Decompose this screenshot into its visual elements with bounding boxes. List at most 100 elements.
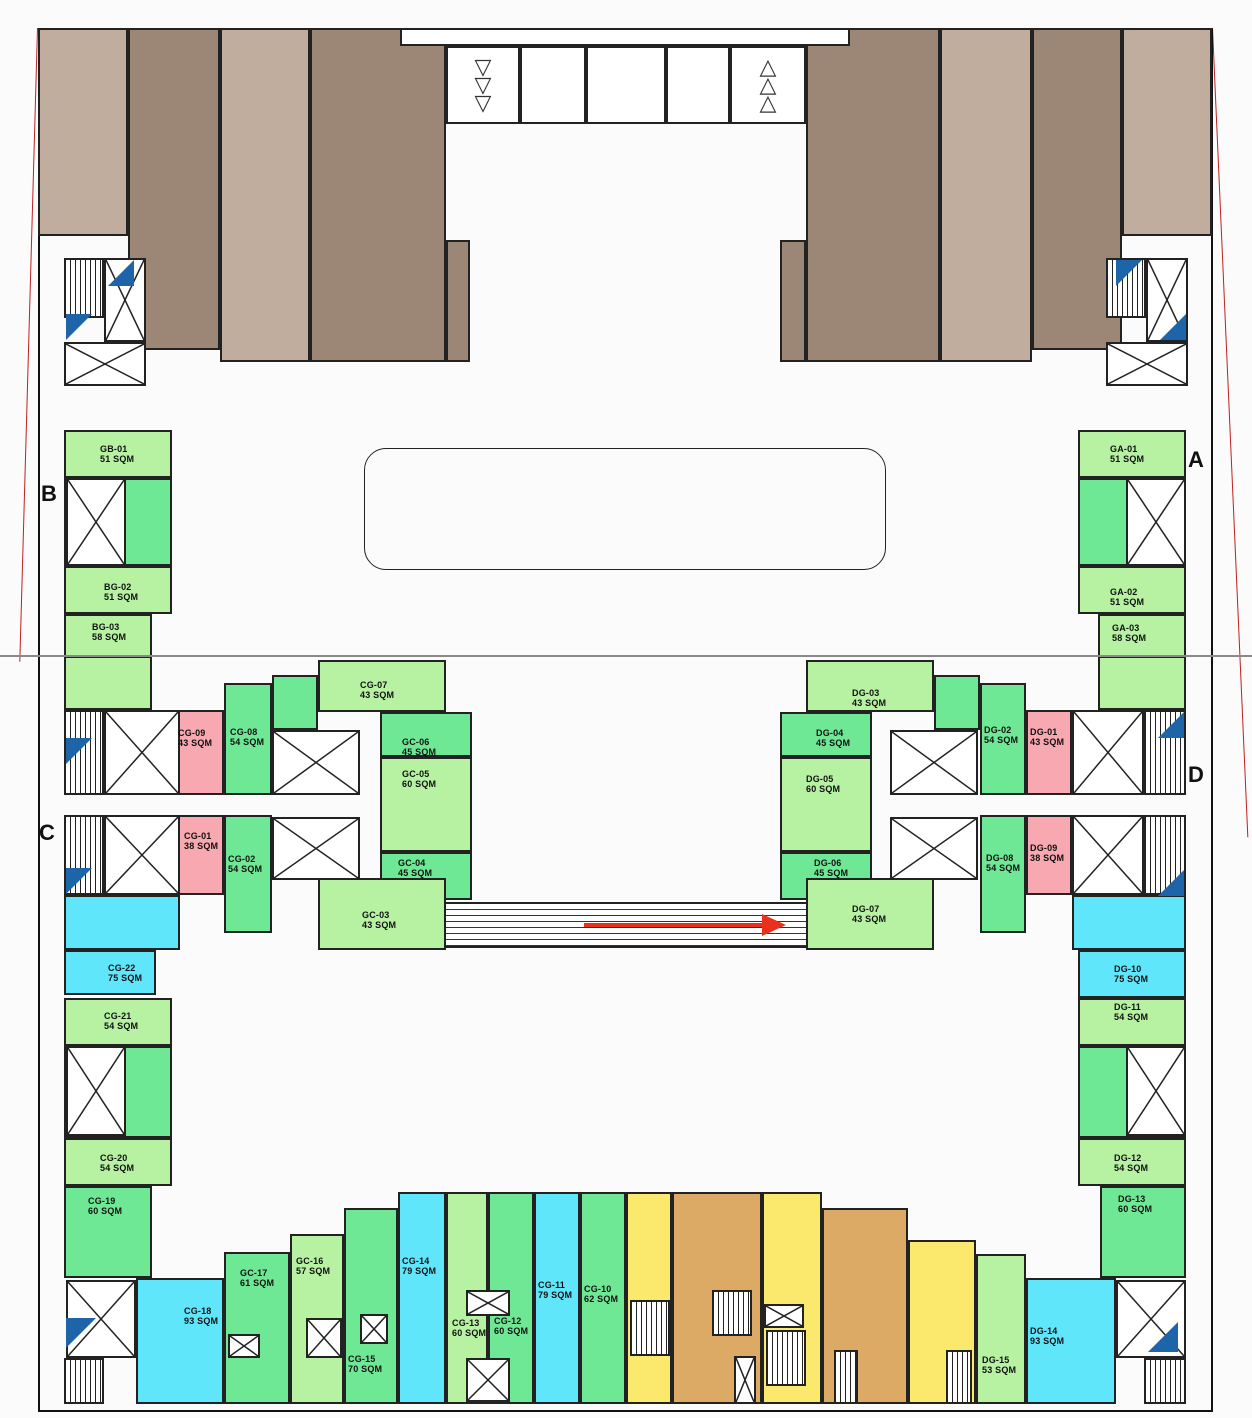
apartment-unit-cg-21[interactable] <box>64 998 172 1046</box>
apartment-unit-dg-12[interactable] <box>1078 1138 1186 1186</box>
unit-area: 57 SQM <box>296 1266 331 1276</box>
apartment-unit <box>272 675 318 730</box>
apartment-unit-gc-05[interactable] <box>380 757 472 852</box>
apartment-unit-dg-10[interactable] <box>1078 950 1186 998</box>
unit-id: CG-22 <box>108 963 136 973</box>
lift-void-icon <box>890 817 978 880</box>
apartment-unit-gb-01[interactable] <box>64 430 172 478</box>
unit-area: 43 SQM <box>1030 737 1065 747</box>
shop-unit <box>220 28 310 362</box>
apartment-unit-gc-03[interactable] <box>318 878 446 950</box>
apartment-unit-cg-18[interactable] <box>136 1278 224 1404</box>
unit-area: 75 SQM <box>1114 974 1149 984</box>
unit-area: 54 SQM <box>984 735 1019 745</box>
block-label-d: D <box>1188 762 1204 787</box>
apartment-unit-dg-02[interactable] <box>980 683 1026 795</box>
apartment-unit-dg-03[interactable] <box>806 660 934 712</box>
staircase <box>630 1300 670 1356</box>
apartment-unit-dg-01[interactable] <box>1026 710 1072 795</box>
stair-landing-icon <box>108 260 134 286</box>
apartment-unit-ga-03[interactable] <box>1098 614 1186 658</box>
unit-area: 51 SQM <box>104 592 139 602</box>
apartment-unit-dg-09[interactable] <box>1026 815 1072 895</box>
apartment-unit-cg-08[interactable] <box>224 683 272 795</box>
flow-arrow <box>584 923 764 927</box>
shop-unit <box>1122 28 1212 236</box>
apartment-unit-cg-14[interactable] <box>398 1192 446 1404</box>
staircase <box>766 1330 806 1386</box>
unit-area: 93 SQM <box>1030 1336 1065 1346</box>
unit-id: GA-01 <box>1110 444 1138 454</box>
unit-id: BG-03 <box>92 622 120 632</box>
lift-void-icon <box>1126 1046 1186 1136</box>
lift-void-icon <box>466 1290 510 1316</box>
site-boundary-left <box>19 27 38 662</box>
apartment-unit-cg-10[interactable] <box>580 1192 626 1404</box>
stair-landing-icon <box>1158 870 1184 896</box>
apartment-unit-dg-14[interactable] <box>1026 1278 1116 1404</box>
staircase <box>834 1350 858 1404</box>
apartment-unit-cg-07[interactable] <box>318 660 446 712</box>
staircase <box>1144 1358 1186 1404</box>
apartment-unit-dg-04[interactable] <box>780 712 872 757</box>
apartment-unit-gc-17[interactable] <box>224 1252 290 1404</box>
unit-id: DG-06 <box>814 858 842 868</box>
site-boundary-right <box>1212 28 1249 838</box>
unit-id: GA-02 <box>1110 587 1138 597</box>
unit-area: 53 SQM <box>982 1365 1017 1375</box>
unit-area: 51 SQM <box>100 454 135 464</box>
apartment-unit-dg-13[interactable] <box>1100 1186 1186 1278</box>
lift-void-icon <box>360 1314 388 1344</box>
apartment-unit <box>626 1192 672 1404</box>
unit-id: DG-09 <box>1030 843 1058 853</box>
unit-area: 51 SQM <box>1110 454 1145 464</box>
apartment-unit-gc-06[interactable] <box>380 712 472 757</box>
unit-area: 54 SQM <box>230 737 265 747</box>
apartment-unit-ga-01[interactable] <box>1078 430 1186 478</box>
apartment-unit-cg-15[interactable] <box>344 1208 398 1404</box>
apartment-unit-bg-03[interactable] <box>64 614 152 658</box>
lift-void-icon <box>734 1356 756 1404</box>
apartment-unit <box>64 656 152 710</box>
apartment-unit-dg-15[interactable] <box>976 1254 1026 1404</box>
unit-id: CG-07 <box>360 680 388 690</box>
apartment-unit-dg-07[interactable] <box>806 878 934 950</box>
apartment-unit-cg-02[interactable] <box>224 815 272 933</box>
unit-area: 43 SQM <box>852 698 887 708</box>
unit-id: CG-09 <box>178 728 206 738</box>
apartment-unit-dg-08[interactable] <box>980 815 1026 933</box>
apartment-unit-cg-20[interactable] <box>64 1138 172 1186</box>
apartment-unit-cg-19[interactable] <box>64 1186 152 1278</box>
lift-void-icon <box>1106 342 1188 386</box>
apartment-unit-cg-11[interactable] <box>534 1192 580 1404</box>
shop-unit <box>780 240 806 362</box>
unit-id: CG-21 <box>104 1011 132 1021</box>
apartment-unit-ga-02[interactable] <box>1078 566 1186 614</box>
apartment-unit-cg-22[interactable] <box>64 950 156 995</box>
unit-id: GC-17 <box>240 1268 268 1278</box>
unit-id: DG-07 <box>852 904 880 914</box>
apartment-unit-dg-05[interactable] <box>780 757 872 852</box>
unit-id: CG-08 <box>230 727 258 737</box>
lift-void-icon <box>764 1304 804 1328</box>
lift-void-icon <box>104 710 180 795</box>
unit-area: 70 SQM <box>348 1364 383 1374</box>
flow-arrow-head-icon <box>762 914 786 936</box>
apartment-unit-bg-02[interactable] <box>64 566 172 614</box>
apartment-unit-dg-11[interactable] <box>1078 998 1186 1046</box>
